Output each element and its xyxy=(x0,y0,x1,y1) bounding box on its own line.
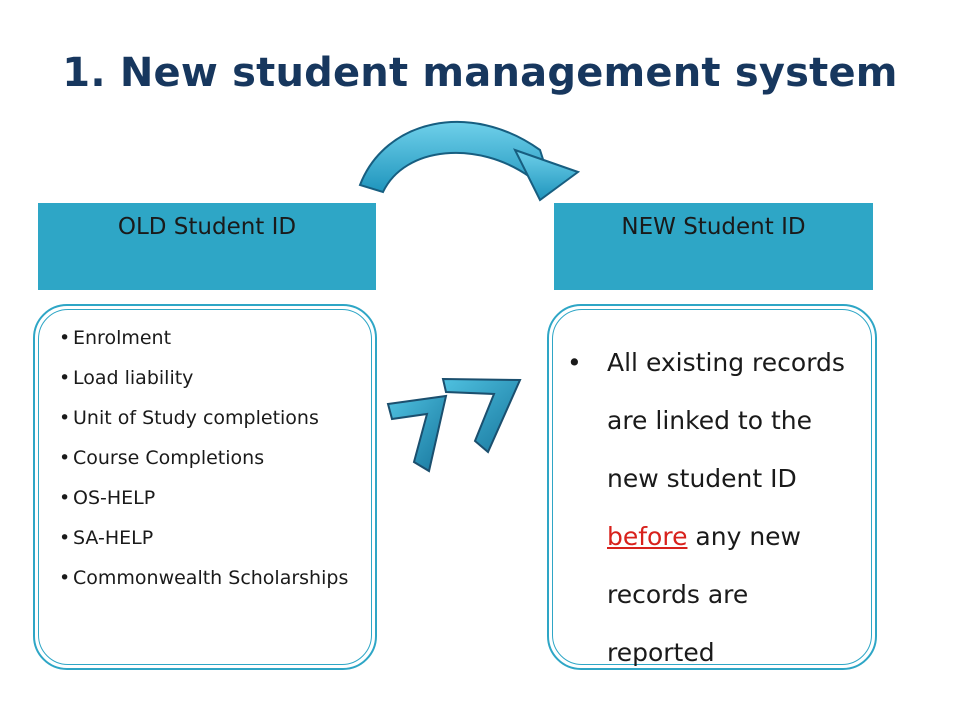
old-records-card: Enrolment Load liability Unit of Study c… xyxy=(33,304,377,670)
description-text-start: All existing records are linked to the n… xyxy=(607,348,845,493)
list-item: Commonwealth Scholarships xyxy=(59,566,353,590)
page-title: 1. New student management system xyxy=(62,50,898,96)
old-records-list: Enrolment Load liability Unit of Study c… xyxy=(59,326,353,606)
list-item: Load liability xyxy=(59,366,353,390)
description-text-end: any new records are reported xyxy=(607,522,801,667)
new-records-description: • All existing records are linked to the… xyxy=(567,348,845,667)
old-student-id-header: OLD Student ID xyxy=(38,203,376,290)
new-student-id-header: NEW Student ID xyxy=(554,203,873,290)
list-item: Course Completions xyxy=(59,446,353,470)
list-item: Enrolment xyxy=(59,326,353,350)
list-item: OS-HELP xyxy=(59,486,353,510)
highlight-word: before xyxy=(607,522,688,551)
new-records-card: • All existing records are linked to the… xyxy=(547,304,877,670)
list-item: SA-HELP xyxy=(59,526,353,550)
list-item: Unit of Study completions xyxy=(59,406,353,430)
